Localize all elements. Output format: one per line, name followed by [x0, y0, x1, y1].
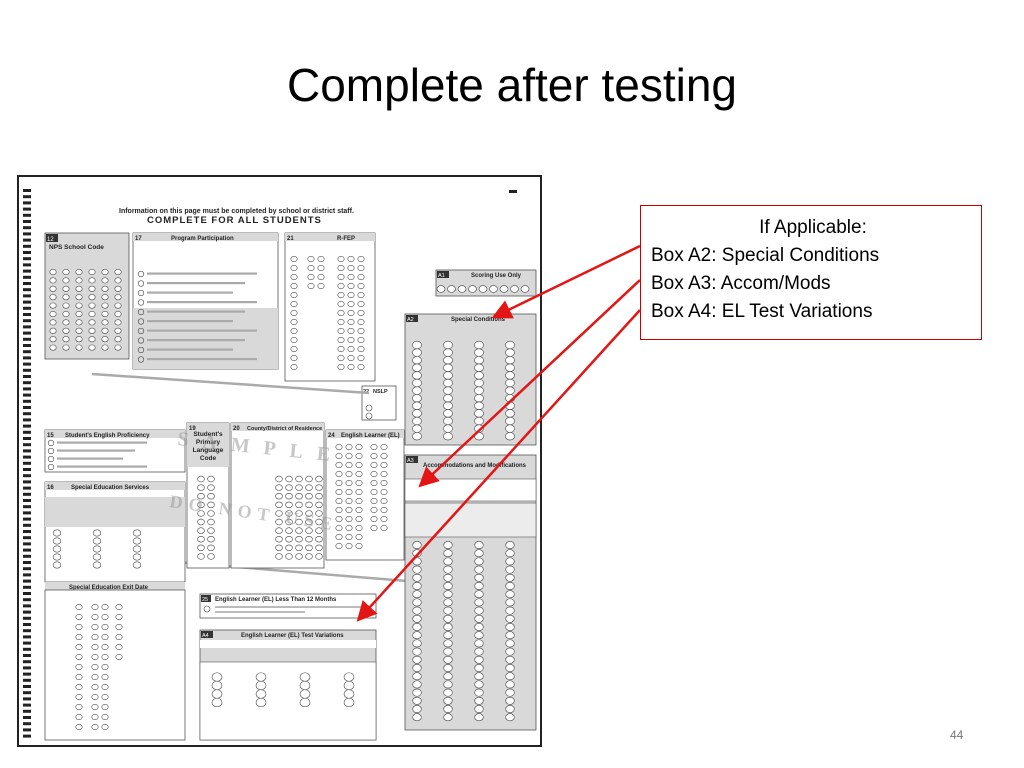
box-a3-title: Accommodations and Modifications	[423, 463, 527, 469]
box-22-nslp: 22 NSLP	[361, 385, 397, 421]
box-12-nps-school-code: 12 NPS School Code	[44, 232, 130, 360]
callout-line-a4: Box A4: EL Test Variations	[651, 301, 873, 322]
box-16-number: 16	[47, 485, 54, 491]
box-15-english-proficiency: 15 Student's English Proficiency	[44, 429, 186, 473]
box-a1-scoring-use-only: A1 Scoring Use Only	[435, 269, 537, 297]
box-22-title: NSLP	[373, 389, 388, 395]
box-a2-special-conditions: A2 Special Conditions	[404, 313, 537, 446]
box-12-number: 12	[47, 237, 54, 243]
box-17-title: Program Participation	[171, 236, 234, 242]
box-a4-el-test-variations: A4 English Learner (EL) Test Variations	[199, 629, 377, 741]
page-number: 44	[950, 728, 964, 742]
box-16-special-education: 16 Special Education Services Special Ed…	[44, 481, 186, 741]
box-a1-number: A1	[438, 273, 445, 279]
box-21-title: R-FEP	[337, 236, 355, 242]
box-a1-title: Scoring Use Only	[471, 273, 522, 279]
form-header-line1: Information on this page must be complet…	[119, 208, 354, 215]
box-19-primary-language-code: 19 Student's Primary Language Code	[186, 422, 230, 569]
box-a2-title: Special Conditions	[451, 317, 506, 323]
callout-line-a3: Box A3: Accom/Mods	[651, 273, 831, 294]
box-20-number: 20	[233, 426, 240, 432]
box-a4-number: A4	[202, 633, 209, 639]
box-12-title: NPS School Code	[49, 244, 104, 251]
box-24-title: English Learner (EL)	[341, 433, 400, 439]
box-17-number: 17	[135, 236, 142, 242]
box-25-el-less-than-12-months: 25 English Learner (EL) Less Than 12 Mon…	[199, 593, 377, 619]
box-25-number: 25	[202, 597, 208, 603]
box-16-title: Special Education Services	[71, 485, 150, 491]
slide-title: Complete after testing	[286, 59, 737, 111]
box-19-title: Student's Primary Language Code	[192, 431, 224, 462]
box-20-county-district: 20 County/District of Residence	[230, 422, 325, 569]
box-24-number: 24	[328, 433, 335, 439]
box-15-title: Student's English Proficiency	[65, 433, 150, 439]
form-header-line2: COMPLETE FOR ALL STUDENTS	[147, 215, 322, 226]
box-21-number: 21	[287, 236, 294, 242]
box-a4-title: English Learner (EL) Test Variations	[241, 633, 344, 639]
box-21-r-fep: 21 R-FEP	[284, 232, 376, 382]
box-16-exit-title: Special Education Exit Date	[69, 585, 149, 591]
box-a3-accommodations: A3 Accommodations and Modifications	[404, 454, 537, 731]
callout-heading: If Applicable:	[759, 217, 867, 238]
svg-text:A3: A3	[407, 458, 414, 464]
box-15-number: 15	[47, 433, 54, 439]
box-17-program-participation: 17 Program Participation	[132, 232, 279, 370]
box-a2-number: A2	[407, 317, 414, 323]
callout-box: If Applicable: Box A2: Special Condition…	[640, 205, 982, 340]
box-25-title: English Learner (EL) Less Than 12 Months	[215, 597, 337, 603]
box-20-title: County/District of Residence	[247, 426, 322, 432]
box-19-number: 19	[189, 426, 196, 432]
answer-document-image: Information on this page must be complet…	[17, 175, 542, 747]
callout-line-a2: Box A2: Special Conditions	[651, 245, 880, 266]
